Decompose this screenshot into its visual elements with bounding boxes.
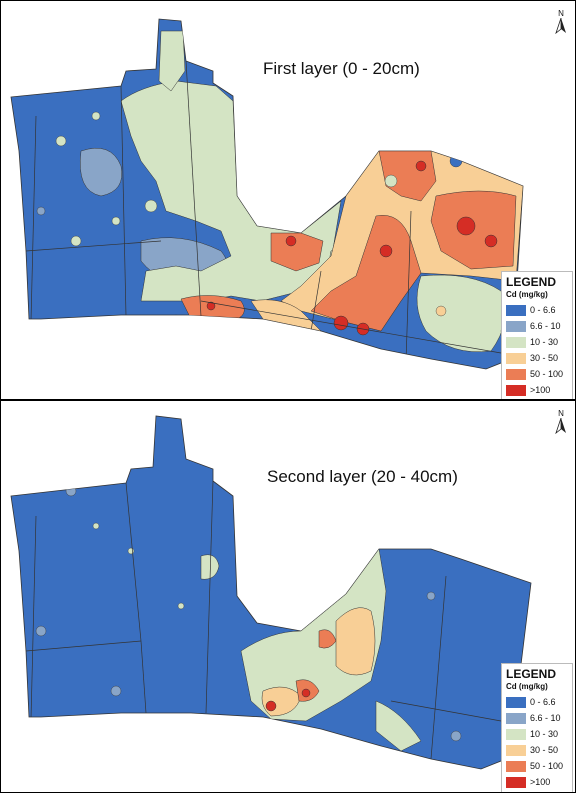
legend-label: 6.6 - 10 bbox=[530, 713, 561, 723]
legend-swatch bbox=[506, 320, 526, 332]
zone-50-100 bbox=[318, 629, 337, 649]
legend-swatch bbox=[506, 776, 526, 788]
legend-item: 0 - 6.6 bbox=[506, 694, 568, 710]
legend-item: >100 bbox=[506, 774, 568, 790]
hotspot-over-100 bbox=[484, 234, 498, 248]
zone-30-50 bbox=[250, 299, 322, 332]
north-label: N bbox=[558, 409, 564, 418]
legend-label: 0 - 6.6 bbox=[530, 697, 556, 707]
first-layer-map bbox=[10, 18, 524, 370]
parcel-boundaries bbox=[25, 60, 502, 362]
north-arrow-icon bbox=[555, 17, 566, 35]
hotspot-over-100 bbox=[265, 700, 277, 712]
sample-spot bbox=[426, 591, 436, 601]
zone-50-100 bbox=[310, 215, 422, 332]
sample-spot bbox=[36, 206, 46, 216]
zone-10-30 bbox=[240, 548, 387, 722]
legend-label: 30 - 50 bbox=[530, 353, 559, 363]
sample-spot bbox=[35, 625, 47, 637]
hotspot-over-100 bbox=[415, 160, 427, 172]
zone-10-30 bbox=[375, 700, 422, 752]
hotspot-over-100 bbox=[333, 315, 349, 331]
legend-swatch bbox=[506, 696, 526, 708]
sample-spot bbox=[111, 216, 121, 226]
hotspot-over-100 bbox=[301, 688, 311, 698]
north-arrow: N bbox=[553, 409, 569, 439]
map-title: First layer (0 - 20cm) bbox=[263, 59, 420, 78]
sample-spot bbox=[144, 199, 158, 213]
legend-swatch bbox=[506, 384, 526, 396]
legend-label: 10 - 30 bbox=[530, 729, 559, 739]
legend-swatch bbox=[506, 368, 526, 380]
hotspot-over-100 bbox=[379, 244, 393, 258]
north-arrow-icon bbox=[555, 417, 566, 435]
map-panel-second-layer: Second layer (20 - 40cm) N LEGEND Cd (mg… bbox=[0, 400, 576, 793]
sample-spot bbox=[91, 111, 101, 121]
legend-label: 10 - 30 bbox=[530, 337, 559, 347]
legend-item: 10 - 30 bbox=[506, 334, 568, 350]
legend-swatch bbox=[506, 744, 526, 756]
hotspot-over-100 bbox=[171, 314, 181, 324]
legend-item: >100 bbox=[506, 382, 568, 398]
zone-30-50 bbox=[335, 607, 376, 676]
legend-item: 0 - 6.6 bbox=[506, 302, 568, 318]
legend-swatch bbox=[506, 352, 526, 364]
map-panel-first-layer: First layer (0 - 20cm) N LEGEND Cd (mg/k… bbox=[0, 0, 576, 400]
legend-swatch bbox=[506, 712, 526, 724]
legend-item: 30 - 50 bbox=[506, 742, 568, 758]
sample-spot bbox=[177, 602, 185, 610]
sample-spot bbox=[92, 522, 100, 530]
sample-spot bbox=[70, 235, 82, 247]
north-label: N bbox=[558, 9, 564, 18]
legend-label: 50 - 100 bbox=[530, 369, 564, 379]
parcel-boundaries bbox=[25, 480, 502, 760]
legend-label: 50 - 100 bbox=[530, 761, 564, 771]
zone-50-100 bbox=[270, 232, 324, 272]
sample-spot bbox=[450, 730, 462, 742]
sample-spot bbox=[110, 685, 122, 697]
map-title: Second layer (20 - 40cm) bbox=[267, 467, 458, 486]
legend-label: >100 bbox=[530, 777, 551, 787]
zone-10-30 bbox=[200, 554, 220, 580]
legend-swatch bbox=[506, 304, 526, 316]
map-legend: LEGEND Cd (mg/kg) 0 - 6.6 6.6 - 10 10 - … bbox=[501, 663, 573, 792]
sample-spot bbox=[127, 547, 135, 555]
legend-item: 6.6 - 10 bbox=[506, 318, 568, 334]
zone-10-30 bbox=[158, 30, 186, 92]
sample-spot bbox=[213, 443, 229, 459]
legend-item: 6.6 - 10 bbox=[506, 710, 568, 726]
sample-spot bbox=[435, 305, 447, 317]
legend-label: 30 - 50 bbox=[530, 745, 559, 755]
legend-title: LEGEND bbox=[506, 667, 557, 681]
legend-subtitle: Cd (mg/kg) bbox=[506, 290, 548, 299]
sample-spot bbox=[55, 135, 67, 147]
hotspot-over-100 bbox=[456, 216, 476, 236]
second-layer-map bbox=[10, 415, 532, 770]
legend-item: 30 - 50 bbox=[506, 350, 568, 366]
legend-swatch bbox=[506, 728, 526, 740]
legend-label: >100 bbox=[530, 385, 551, 395]
legend-subtitle: Cd (mg/kg) bbox=[506, 682, 548, 691]
legend-title: LEGEND bbox=[506, 275, 557, 289]
sample-spot bbox=[384, 174, 398, 188]
sample-spot bbox=[65, 485, 77, 497]
zone-6-6-10 bbox=[79, 147, 123, 197]
hotspot-over-100 bbox=[285, 235, 297, 247]
region-boundary bbox=[10, 415, 532, 770]
legend-label: 6.6 - 10 bbox=[530, 321, 561, 331]
legend-swatch bbox=[506, 760, 526, 772]
legend-swatch bbox=[506, 336, 526, 348]
hotspot-over-100 bbox=[206, 301, 216, 311]
legend-item: 10 - 30 bbox=[506, 726, 568, 742]
map-legend: LEGEND Cd (mg/kg) 0 - 6.6 6.6 - 10 10 - … bbox=[501, 271, 573, 399]
legend-item: 50 - 100 bbox=[506, 366, 568, 382]
legend-item: 50 - 100 bbox=[506, 758, 568, 774]
north-arrow: N bbox=[553, 9, 569, 39]
sample-spot bbox=[449, 154, 463, 168]
legend-label: 0 - 6.6 bbox=[530, 305, 556, 315]
